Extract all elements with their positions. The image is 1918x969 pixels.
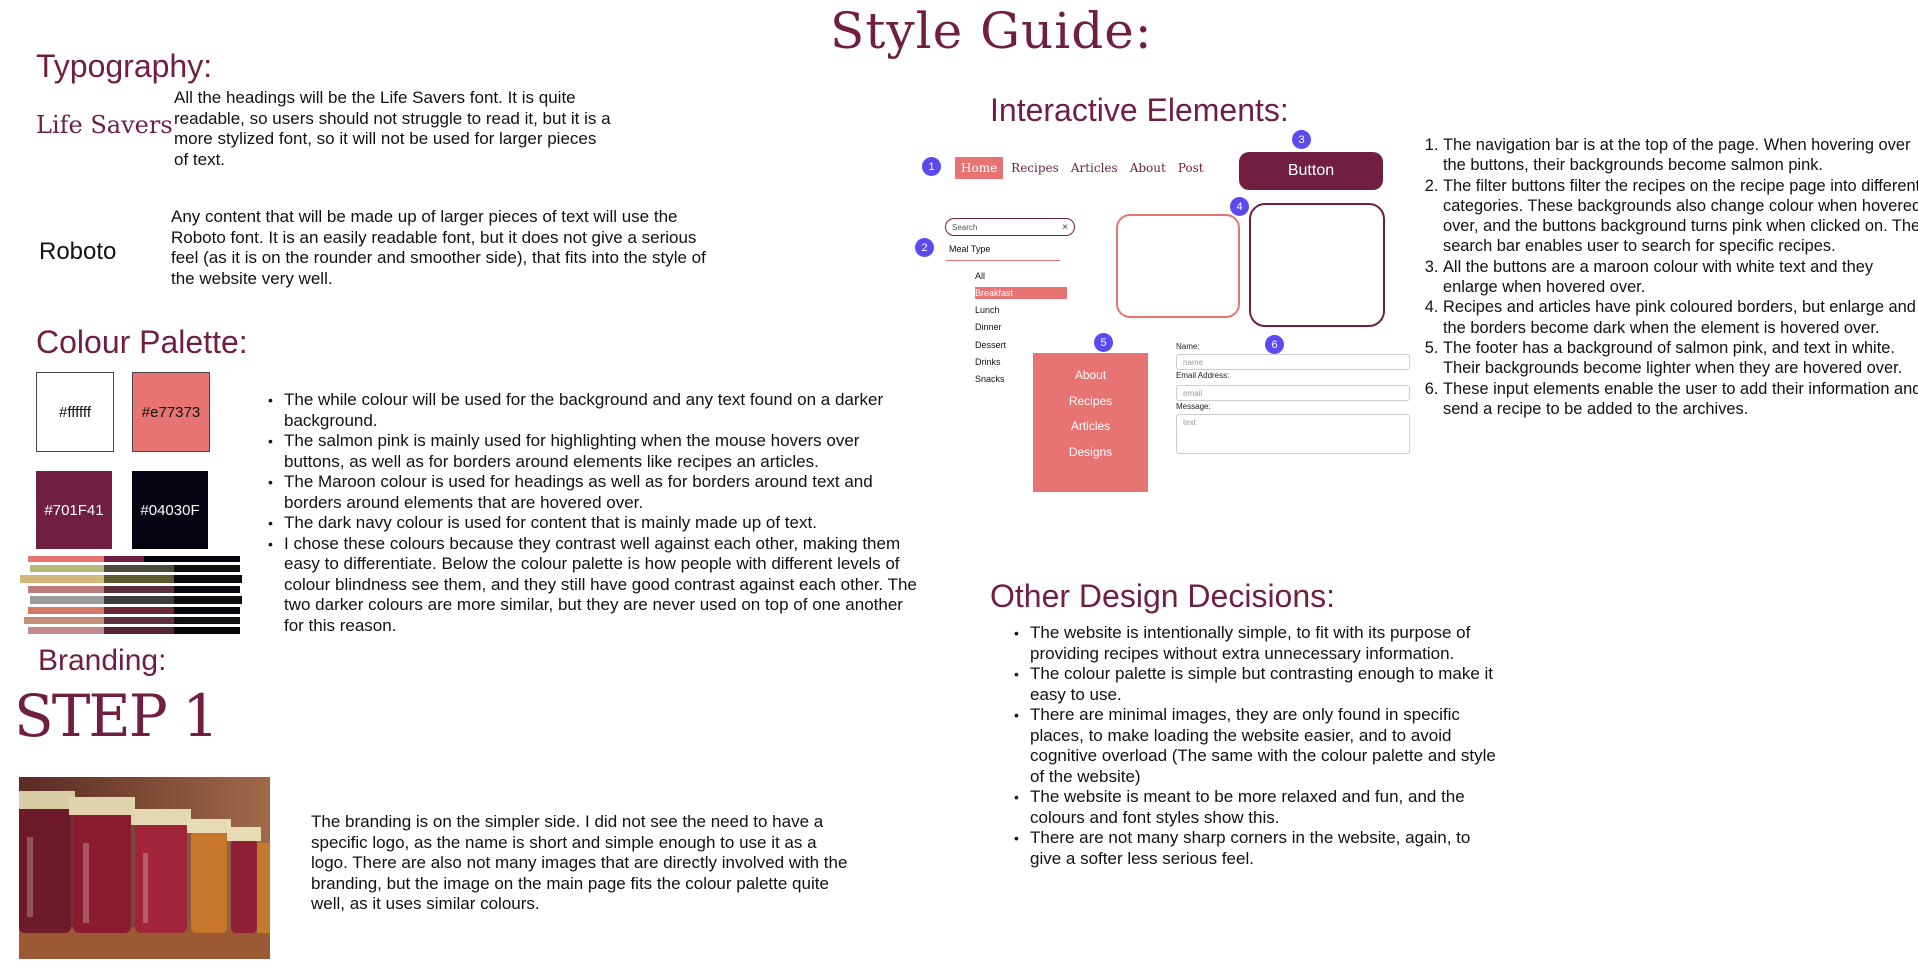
- swatch-maroon: #701F41: [36, 471, 112, 549]
- list-item: The navigation bar is at the top of the …: [1443, 135, 1918, 176]
- list-item: The while colour will be used for the ba…: [268, 390, 924, 431]
- list-item: These input elements enable the user to …: [1443, 379, 1918, 420]
- list-item: The website is intentionally simple, to …: [1014, 623, 1505, 664]
- search-input[interactable]: Search ×: [945, 218, 1075, 236]
- meal-type-list: All Breakfast Lunch Dinner Dessert Drink…: [975, 268, 1067, 388]
- search-placeholder: Search: [952, 222, 978, 232]
- swatch-salmon: #e77373: [132, 372, 210, 452]
- filter-lunch[interactable]: Lunch: [975, 305, 1000, 316]
- lifesavers-sample: Life Savers: [36, 111, 173, 139]
- nav-about[interactable]: About: [1129, 161, 1166, 175]
- list-item: The filter buttons filter the recipes on…: [1443, 176, 1918, 257]
- sample-button[interactable]: Button: [1239, 152, 1383, 190]
- colour-palette-heading: Colour Palette:: [36, 324, 248, 360]
- list-item: The dark navy colour is used for content…: [268, 513, 924, 534]
- swatch-label: #e77373: [141, 403, 201, 421]
- contact-form: Name: name Email Address: email Message:…: [1176, 342, 1410, 454]
- email-field[interactable]: email: [1176, 385, 1410, 401]
- filter-snacks[interactable]: Snacks: [975, 374, 1005, 385]
- swatch-label: #701F41: [44, 501, 104, 519]
- filter-drinks[interactable]: Drinks: [975, 356, 1001, 367]
- footer-link-designs[interactable]: Designs: [1068, 444, 1113, 459]
- name-field[interactable]: name: [1176, 354, 1410, 370]
- list-item: All the buttons are a maroon colour with…: [1443, 257, 1918, 298]
- list-item: The salmon pink is mainly used for highl…: [268, 431, 924, 472]
- marker-5: 5: [1094, 333, 1113, 352]
- email-label: Email Address:: [1176, 371, 1230, 380]
- branding-heading: Branding:: [38, 644, 167, 677]
- list-item: The footer has a background of salmon pi…: [1443, 338, 1918, 379]
- list-item: Recipes and articles have pink coloured …: [1443, 297, 1918, 338]
- filter-all[interactable]: All: [975, 271, 986, 281]
- filter-dessert[interactable]: Dessert: [975, 339, 1007, 350]
- page-title: Style Guide:: [830, 2, 1153, 60]
- nav-bar: Home Recipes Articles About Post: [955, 157, 1216, 179]
- nav-recipes[interactable]: Recipes: [1011, 161, 1059, 175]
- marker-6: 6: [1265, 335, 1284, 354]
- name-label: Name:: [1176, 342, 1200, 351]
- sample-button-label: Button: [1287, 162, 1335, 179]
- filter-breakfast[interactable]: Breakfast: [975, 287, 1067, 300]
- nav-articles[interactable]: Articles: [1070, 161, 1118, 175]
- marker-2: 2: [915, 238, 934, 257]
- colour-blindness-strips: [20, 556, 242, 634]
- interactive-heading: Interactive Elements:: [990, 92, 1289, 128]
- meal-type-label: Meal Type: [949, 244, 991, 254]
- close-icon[interactable]: ×: [1062, 221, 1068, 233]
- list-item: The website is meant to be more relaxed …: [1014, 787, 1505, 828]
- list-item: The colour palette is simple but contras…: [1014, 664, 1505, 705]
- recipe-card-default[interactable]: [1116, 214, 1240, 318]
- nav-post[interactable]: Post: [1177, 161, 1204, 175]
- footer-link-recipes[interactable]: Recipes: [1068, 393, 1113, 408]
- meal-type-underline: [946, 260, 1060, 261]
- swatch-label: #04030F: [140, 501, 200, 519]
- footer-link-articles[interactable]: Articles: [1070, 419, 1111, 434]
- lifesavers-description: All the headings will be the Life Savers…: [174, 88, 611, 169]
- nav-home[interactable]: Home: [955, 157, 1004, 179]
- swatch-white: #ffffff: [36, 372, 114, 452]
- other-decisions-bullets: The website is intentionally simple, to …: [1012, 623, 1505, 869]
- other-decisions-heading: Other Design Decisions:: [990, 578, 1336, 614]
- swatch-navy: #04030F: [132, 471, 208, 549]
- list-item: The Maroon colour is used for headings a…: [268, 472, 924, 513]
- roboto-sample: Roboto: [39, 238, 117, 265]
- swatch-label: #ffffff: [59, 403, 91, 421]
- list-item: There are minimal images, they are only …: [1014, 705, 1505, 787]
- marker-1: 1: [922, 157, 941, 176]
- message-field[interactable]: text: [1176, 414, 1410, 454]
- roboto-description: Any content that will be made up of larg…: [171, 207, 706, 288]
- list-item: I chose these colours because they contr…: [268, 534, 924, 637]
- marker-4: 4: [1230, 197, 1249, 216]
- filter-dinner[interactable]: Dinner: [975, 322, 1002, 333]
- footer-link-about[interactable]: About: [1074, 368, 1107, 382]
- footer-sample: About Recipes Articles Designs: [1033, 353, 1148, 492]
- branding-description: The branding is on the simpler side. I d…: [311, 812, 848, 913]
- interactive-list: The navigation bar is at the top of the …: [1421, 135, 1918, 419]
- typography-heading: Typography:: [36, 48, 213, 84]
- list-item: There are not many sharp corners in the …: [1014, 828, 1505, 869]
- step1-logo: STEP 1: [14, 682, 219, 750]
- strip-row: [20, 556, 242, 634]
- palette-bullets: The while colour will be used for the ba…: [266, 390, 924, 636]
- jam-jars-image: [19, 777, 270, 959]
- marker-3: 3: [1292, 130, 1311, 149]
- recipe-card-hover[interactable]: [1249, 203, 1385, 327]
- message-label: Message:: [1176, 402, 1211, 411]
